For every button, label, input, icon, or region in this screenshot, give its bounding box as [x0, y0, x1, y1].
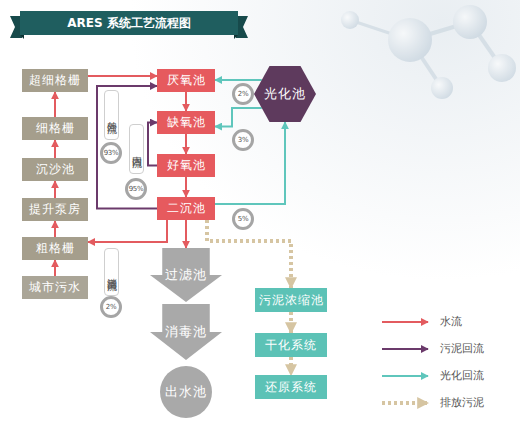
- flow-connector: [185, 92, 187, 111]
- node-label: 过滤池: [165, 266, 207, 284]
- flow-connector: [215, 122, 285, 204]
- tank-box: 缺氧池: [157, 111, 215, 134]
- node-label: 沉沙池: [36, 161, 75, 178]
- return-flow-label: 外回流: [104, 90, 119, 140]
- percent-badge: 2%: [232, 83, 254, 105]
- legend-line-sample: [382, 348, 428, 350]
- tank-box: 好氧池: [157, 154, 215, 177]
- node-label: 超细格栅: [29, 72, 81, 89]
- flow-connector: [97, 86, 157, 209]
- flow-connector: [88, 75, 157, 77]
- node-label: 城市污水: [29, 279, 81, 296]
- tank-box: 厌氧池: [157, 69, 215, 92]
- process-box: 沉沙池: [22, 158, 88, 181]
- node-label: 消毒池: [165, 323, 207, 341]
- flow-connector: [148, 123, 157, 166]
- node-label: 提升泵房: [29, 201, 81, 218]
- node-label: 出水池: [165, 383, 207, 401]
- node-label: 细格栅: [36, 120, 75, 137]
- process-box: 细格栅: [22, 117, 88, 140]
- flow-connector: [185, 220, 187, 248]
- flow-connector: [54, 92, 56, 117]
- legend-label: 污泥回流: [440, 341, 484, 356]
- node-label: 干化系统: [265, 337, 317, 354]
- process-box: 提升泵房: [22, 198, 88, 221]
- process-box: 超细格栅: [22, 69, 88, 92]
- legend-label: 水流: [440, 314, 462, 329]
- percent-badge: 95%: [125, 178, 147, 200]
- flow-connector: [54, 181, 56, 198]
- flow-connector: [215, 79, 262, 81]
- flow-connector: [54, 140, 56, 158]
- tank-box: 二沉池: [157, 197, 215, 220]
- legend-line-sample: [382, 401, 428, 405]
- percent-badge: 5%: [232, 208, 254, 230]
- flow-connector: [54, 260, 56, 276]
- node-label: 光化池: [264, 85, 306, 103]
- node-label: 粗格栅: [36, 240, 75, 257]
- legend-line-sample: [382, 375, 428, 377]
- return-flow-label: 消臭回流: [104, 248, 119, 296]
- outlet-circle: 出水池: [160, 366, 212, 418]
- flow-connector: [289, 312, 293, 333]
- flow-connector: [289, 357, 293, 375]
- percent-badge: 2%: [100, 296, 122, 318]
- sludge-box: 干化系统: [255, 333, 327, 357]
- node-label: 好氧池: [167, 157, 206, 174]
- node-label: 还原系统: [265, 379, 317, 396]
- flow-connector: [88, 220, 167, 242]
- node-label: 缺氧池: [167, 114, 206, 131]
- process-box: 粗格栅: [22, 237, 88, 260]
- flow-arrow-shape: 消毒池: [150, 304, 222, 360]
- node-label: 厌氧池: [167, 72, 206, 89]
- diagram-title: ARES 系统工艺流程图: [22, 12, 236, 34]
- node-label: 污泥浓缩池: [259, 292, 324, 309]
- legend-label: 排放污泥: [440, 395, 484, 410]
- node-label: 二沉池: [167, 200, 206, 217]
- sludge-box: 还原系统: [255, 375, 327, 399]
- return-flow-label: 内回流: [129, 124, 144, 174]
- percent-badge: 3%: [232, 129, 254, 151]
- photo-tank-hexagon: 光化池: [254, 66, 316, 122]
- flow-connector: [54, 221, 56, 237]
- title-banner: [10, 11, 248, 39]
- molecule-illustration: [341, 5, 516, 99]
- percent-badge: 93%: [100, 142, 122, 164]
- sludge-box: 污泥浓缩池: [255, 288, 327, 312]
- legend-label: 光化回流: [440, 368, 484, 383]
- flow-arrow-shape: 过滤池: [150, 248, 222, 302]
- source-box: 城市污水: [22, 276, 88, 299]
- flow-connector: [185, 177, 187, 197]
- legend-line-sample: [382, 321, 428, 323]
- flow-connector: [185, 134, 187, 154]
- flow-connector: [215, 108, 262, 127]
- flow-connector: [207, 220, 291, 288]
